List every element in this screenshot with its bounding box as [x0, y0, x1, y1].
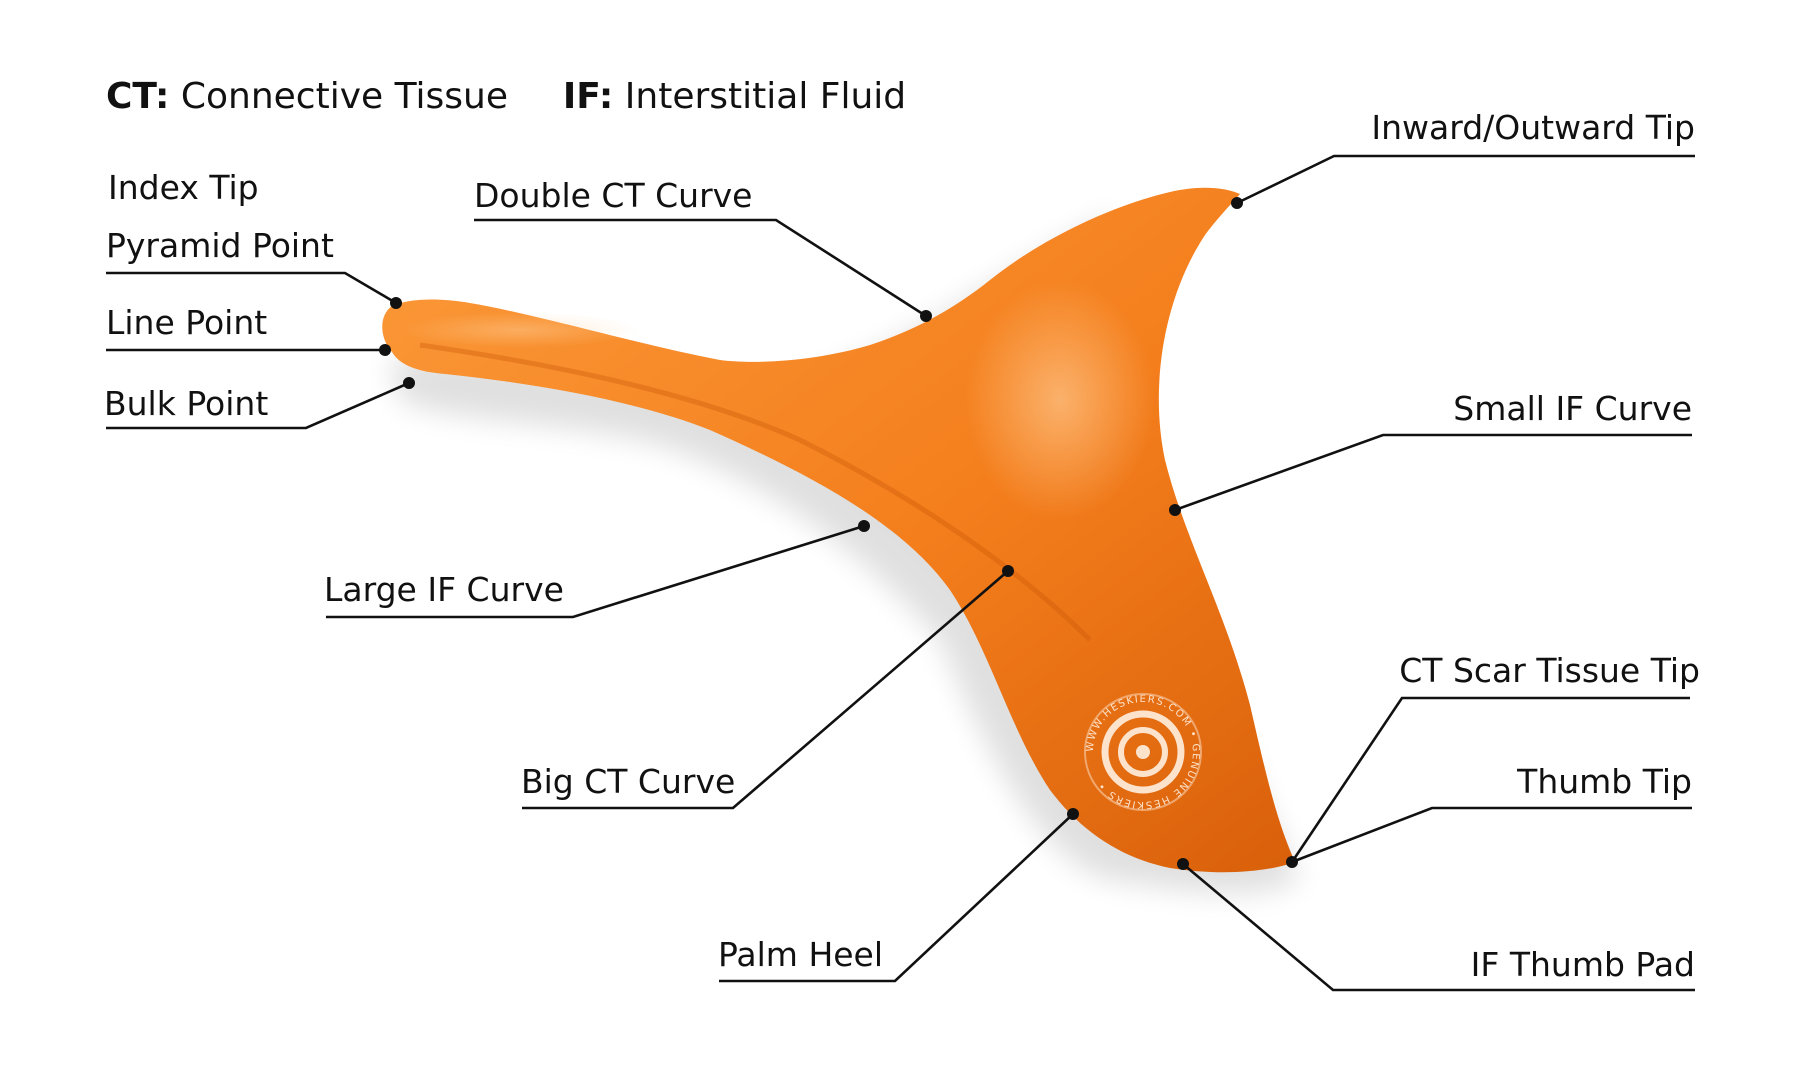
dot-line-point: [379, 344, 391, 356]
leader-double-ct-curve: [474, 218, 927, 318]
label-palm-heel: Palm Heel: [718, 935, 884, 974]
anchor-dots: [379, 197, 1298, 870]
leader-big-ct-curve: [522, 570, 1009, 810]
leader-lines: [106, 154, 1695, 992]
leader-large-if-curve: [326, 524, 865, 619]
label-inward-outward-tip: Inward/Outward Tip: [1371, 108, 1695, 147]
label-pyramid-point: Pyramid Point: [106, 226, 334, 265]
abbreviation-legend: CT: Connective Tissue IF: Interstitial F…: [106, 76, 906, 117]
dot-tips: [1286, 856, 1298, 868]
ct-text: Connective Tissue: [180, 76, 508, 117]
label-big-ct-curve: Big CT Curve: [521, 762, 736, 801]
label-index-tip: Index Tip: [108, 168, 259, 207]
leader-small-if-curve: [1174, 433, 1692, 512]
dot-large-if-curve: [858, 520, 870, 532]
leader-bulk-point: [106, 381, 410, 430]
heskiers-logo: WWW.HESKIERS.COM • GENUINE HESKIERS •: [1084, 693, 1202, 811]
leader-thumb-tip: [1291, 806, 1692, 864]
dot-pyramid-point: [390, 297, 402, 309]
tool-highlight: [965, 280, 1155, 520]
label-large-if-curve: Large IF Curve: [324, 570, 564, 609]
label-bulk-point: Bulk Point: [104, 384, 269, 423]
leader-palm-heel: [719, 813, 1074, 983]
dot-palm-heel: [1067, 808, 1079, 820]
dot-inward-outward-tip: [1231, 197, 1243, 209]
label-small-if-curve: Small IF Curve: [1453, 389, 1692, 428]
dot-small-if-curve: [1169, 504, 1181, 516]
tool-ridge: [419, 342, 1092, 642]
dot-if-thumb-pad: [1177, 858, 1189, 870]
if-abbr: IF:: [562, 76, 614, 117]
label-line-point: Line Point: [106, 303, 268, 342]
label-thumb-tip: Thumb Tip: [1517, 762, 1692, 801]
label-ct-scar-tissue-tip: CT Scar Tissue Tip: [1399, 651, 1700, 690]
label-double-ct-curve: Double CT Curve: [474, 176, 753, 215]
leader-inward-outward-tip: [1236, 154, 1695, 205]
dot-double-ct-curve: [920, 310, 932, 322]
ct-abbr: CT:: [106, 76, 170, 117]
label-if-thumb-pad: IF Thumb Pad: [1470, 945, 1695, 984]
tool-highlight: [400, 312, 640, 348]
leader-pyramid-point: [106, 271, 397, 305]
dot-bulk-point: [403, 377, 415, 389]
dot-big-ct-curve: [1002, 565, 1014, 577]
leader-ct-scar-tissue-tip: [1290, 696, 1690, 863]
leader-if-thumb-pad: [1182, 863, 1695, 992]
if-text: Interstitial Fluid: [624, 76, 907, 117]
